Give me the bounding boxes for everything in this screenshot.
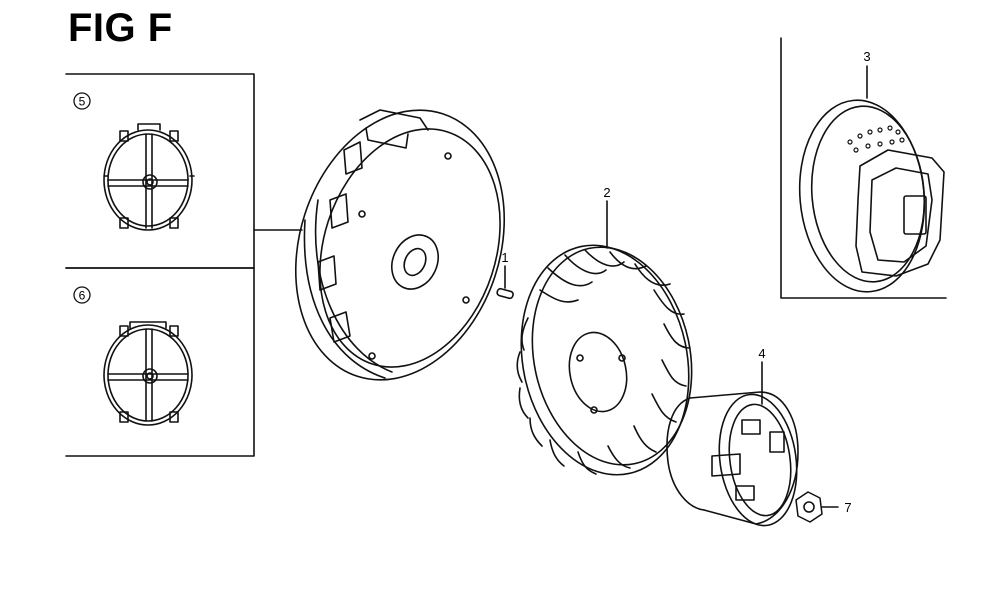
callout-4-label: 4 (758, 346, 765, 361)
part-4-starter-cup: 4 (666, 346, 799, 527)
recoil-pulley (294, 109, 506, 381)
part-3-box-border (780, 37, 947, 299)
callout-6-label: 6 (79, 289, 86, 303)
part-2-flywheel: 2 (516, 185, 693, 476)
variant-box-group (65, 73, 303, 457)
part-7-nut: 7 (795, 491, 852, 523)
part-5-pulley-variant (103, 123, 195, 231)
part-6-pulley-variant (103, 321, 193, 426)
callout-5: 5 (73, 92, 91, 110)
variant-box-6-border (65, 267, 255, 457)
variant-box-5-border (65, 73, 255, 269)
callout-5-label: 5 (79, 95, 86, 109)
callout-6: 6 (73, 286, 91, 304)
figure-title: FIG F (68, 6, 173, 50)
callout-2-label: 2 (603, 185, 610, 200)
callout-1-label: 1 (501, 250, 508, 265)
part-1-key: 1 (496, 250, 514, 300)
part-3-box: 3 (780, 37, 947, 299)
callout-3-label: 3 (863, 49, 870, 64)
callout-7-label: 7 (844, 500, 851, 515)
